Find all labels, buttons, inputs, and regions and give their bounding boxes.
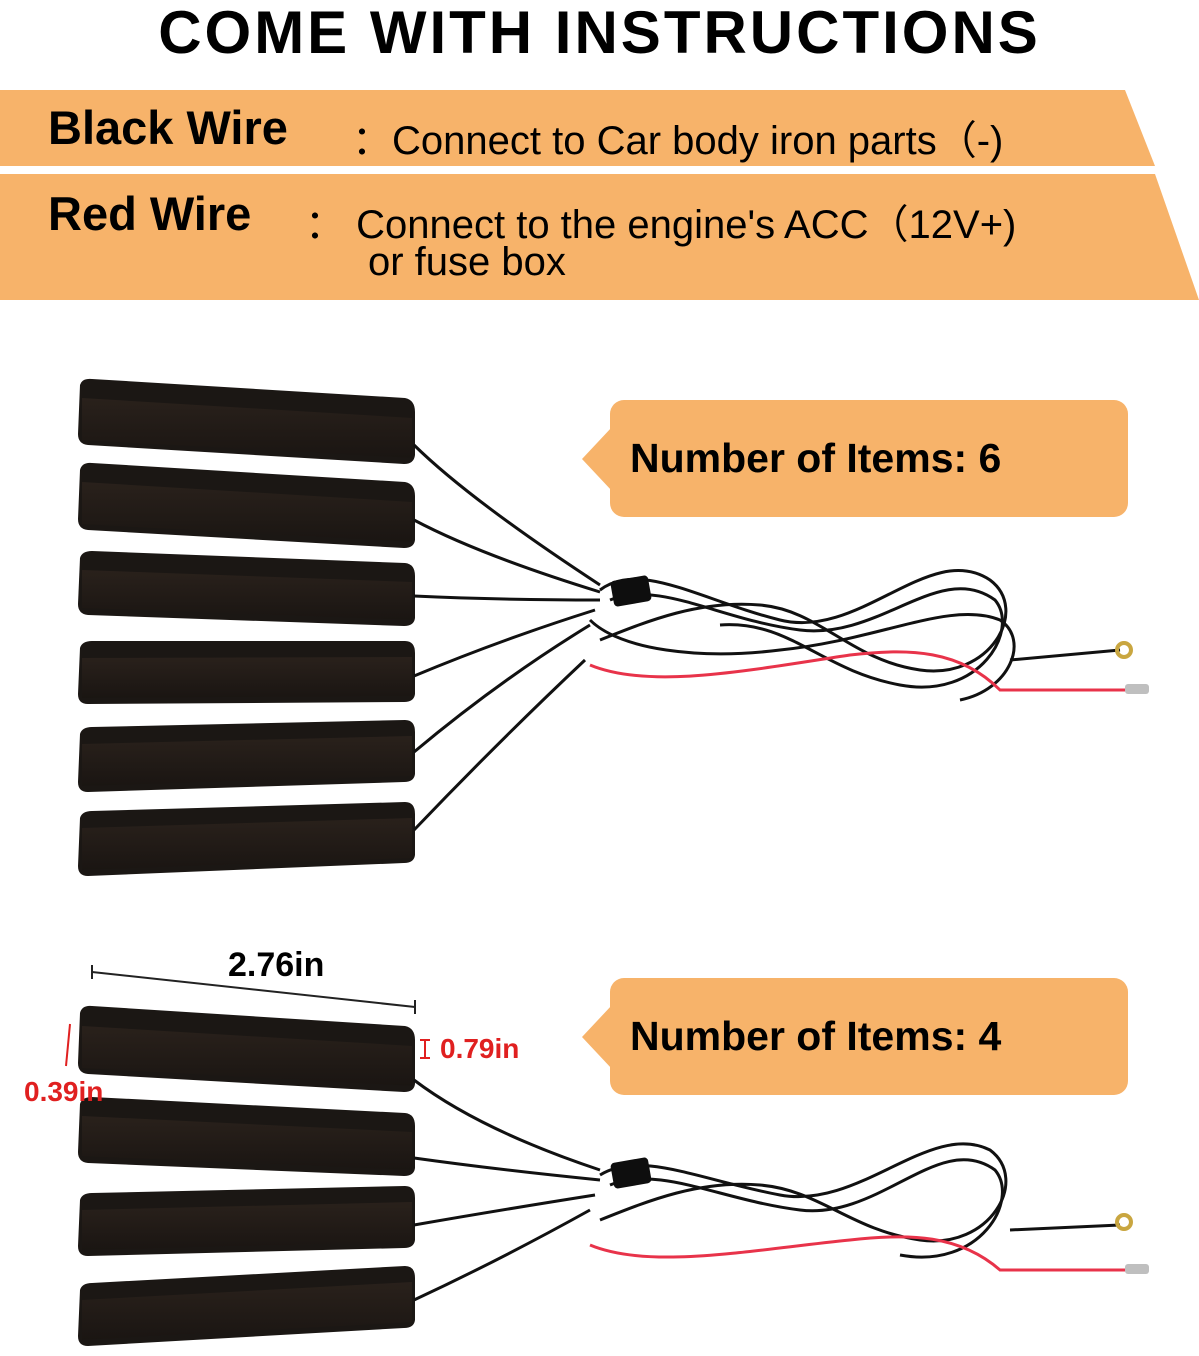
length-dimension-label: 2.76in [228,946,325,984]
red-wire-description-line2: or fuse box [368,240,566,284]
black-wire-description: ：Connect to Car body iron parts（-) [352,119,1004,163]
led-strip [78,802,415,876]
led-strip [78,462,415,548]
connector [610,575,652,607]
red-wire-description: ： Connect to the engine's ACC（12V+) [305,203,1017,247]
items-4-label: Number of Items: 4 [630,1013,1002,1059]
black-wire-label: Black Wire [48,101,288,154]
red-wire [589,1235,1125,1272]
height-dimension-label: 0.79in [440,1033,520,1064]
length-dimension-line [91,965,416,1014]
led-strip [78,551,415,626]
red-wire [589,650,1125,692]
fork-terminal [1115,1213,1133,1231]
led-strip [78,1186,415,1256]
thickness-dimension-label: 0.39in [24,1076,104,1107]
led-strip [78,378,415,464]
led-strip [78,1266,415,1346]
pin-terminal [1125,1264,1149,1274]
height-dimension-marker [420,1039,430,1059]
items-4-callout: Number of Items: 4 [582,978,1128,1095]
wire-harness [412,443,1121,832]
led-strip [78,720,415,792]
thickness-dimension-marker [65,1023,71,1067]
strip-set-4 [78,1005,1149,1346]
connector [610,1157,652,1189]
led-strip [78,1097,415,1176]
pin-terminal [1125,684,1149,694]
red-wire-label: Red Wire [48,187,252,240]
red-wire-banner [0,174,1199,300]
led-strip [78,1005,415,1092]
strip-set-6 [78,378,1149,876]
wire-harness [413,1078,1121,1302]
items-6-callout: Number of Items: 6 [582,400,1128,517]
black-wire-banner [0,90,1155,166]
page-title: COME WITH INSTRUCTIONS [158,0,1041,66]
items-6-label: Number of Items: 6 [630,435,1002,481]
fork-terminal [1115,641,1133,659]
led-strip [78,641,415,704]
